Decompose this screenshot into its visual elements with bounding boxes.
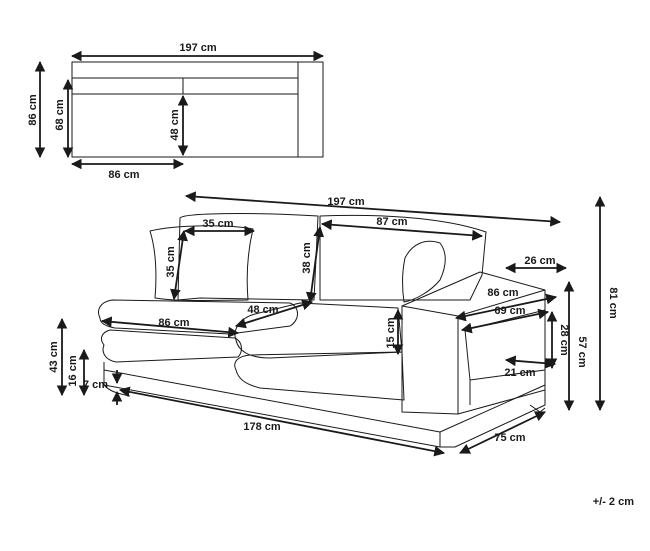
base-height-label: 16 cm bbox=[67, 355, 79, 386]
inner-arm-depth-label: 69 cm bbox=[494, 305, 525, 317]
base-width-dimension-line bbox=[118, 386, 446, 457]
seat-depth-dimension-line bbox=[234, 299, 314, 329]
overall-width-label: 197 cm bbox=[327, 196, 365, 208]
back-cushion-width-label: 87 cm bbox=[376, 216, 407, 228]
base-width-label: 178 cm bbox=[243, 421, 281, 433]
top-chaise-width-label: 86 cm bbox=[108, 169, 139, 181]
inner-arm-depth-dimension-line bbox=[460, 308, 550, 334]
arm-opening-depth-label: 21 cm bbox=[504, 367, 535, 379]
pillow-width-label: 35 cm bbox=[202, 218, 233, 230]
leg-height-label: 7 cm bbox=[83, 379, 108, 391]
total-height-label: 81 cm bbox=[607, 287, 619, 318]
top-width-label: 197 cm bbox=[179, 42, 217, 54]
base-depth-label: 75 cm bbox=[494, 432, 525, 444]
tolerance-note: +/- 2 cm bbox=[593, 496, 634, 508]
back-height-dimension-line bbox=[305, 225, 325, 304]
seat-depth-label: 48 cm bbox=[247, 304, 278, 316]
top-inner-depth-label: 68 cm bbox=[54, 99, 66, 130]
base-depth-dimension-line bbox=[459, 411, 546, 454]
arm-height-label: 57 cm bbox=[576, 336, 588, 367]
overall-width-dimension-line bbox=[184, 191, 562, 227]
pillow-height-dimension-line bbox=[170, 229, 188, 301]
top-view: 197 cm 86 cm 68 cm 48 cm 86 cm bbox=[27, 42, 325, 181]
top-seat-depth-label: 48 cm bbox=[169, 109, 181, 140]
arm-opening-depth-dimension-line bbox=[504, 355, 557, 369]
top-view-outline bbox=[71, 61, 324, 158]
back-height-label: 38 cm bbox=[301, 242, 313, 273]
back-cushion-width-dimension-line bbox=[320, 219, 484, 241]
seat-cushion-width-dimension-line bbox=[100, 316, 240, 338]
cushion-thickness-label: 15 cm bbox=[385, 317, 397, 348]
armrest-depth-label: 86 cm bbox=[487, 287, 518, 299]
armrest-width-label: 26 cm bbox=[524, 255, 555, 267]
top-depth-label: 86 cm bbox=[27, 94, 39, 125]
seat-cushion-width-label: 86 cm bbox=[158, 317, 189, 329]
seat-height-label: 43 cm bbox=[48, 341, 60, 372]
front-dimensions: 197 cm 87 cm 35 cm 35 cm 38 cm 86 cm 48 … bbox=[48, 191, 619, 457]
pillow-height-label: 35 cm bbox=[165, 246, 177, 277]
